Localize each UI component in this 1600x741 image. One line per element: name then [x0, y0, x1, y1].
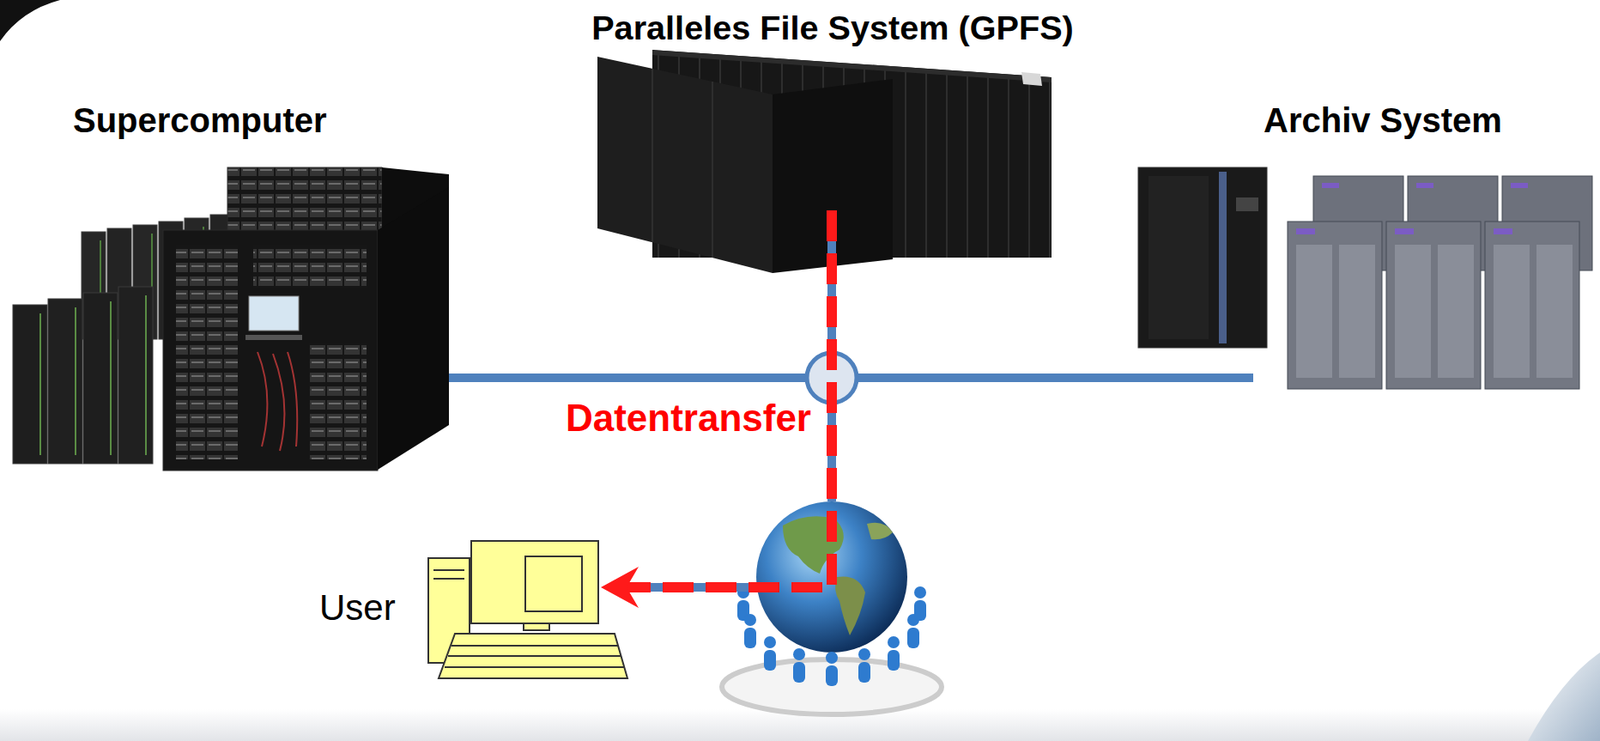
network-line [831, 210, 1254, 378]
network-line [448, 210, 832, 378]
storage-heading: Paralleles File System (GPFS) [549, 8, 1116, 49]
archive-node: Archiv System [1253, 98, 1593, 395]
supercomputer-illustration [12, 167, 449, 471]
network-segment [831, 210, 1254, 378]
storage-illustration [597, 49, 1052, 273]
network-lines [448, 210, 1254, 378]
arrow-head [600, 566, 639, 608]
compute-node: Supercomputer [8, 98, 449, 470]
user-label: User [319, 587, 396, 629]
edge-label: Datentransfer [565, 396, 812, 441]
user-node: User [309, 549, 601, 666]
storage-node: Paralleles File System (GPFS) [549, 6, 1116, 211]
compute-heading: Supercomputer [72, 100, 328, 140]
network-segment [448, 210, 832, 378]
archive-illustration [1138, 167, 1593, 389]
user-computer-illustration [428, 540, 628, 679]
archive-heading: Archiv System [1263, 100, 1503, 140]
